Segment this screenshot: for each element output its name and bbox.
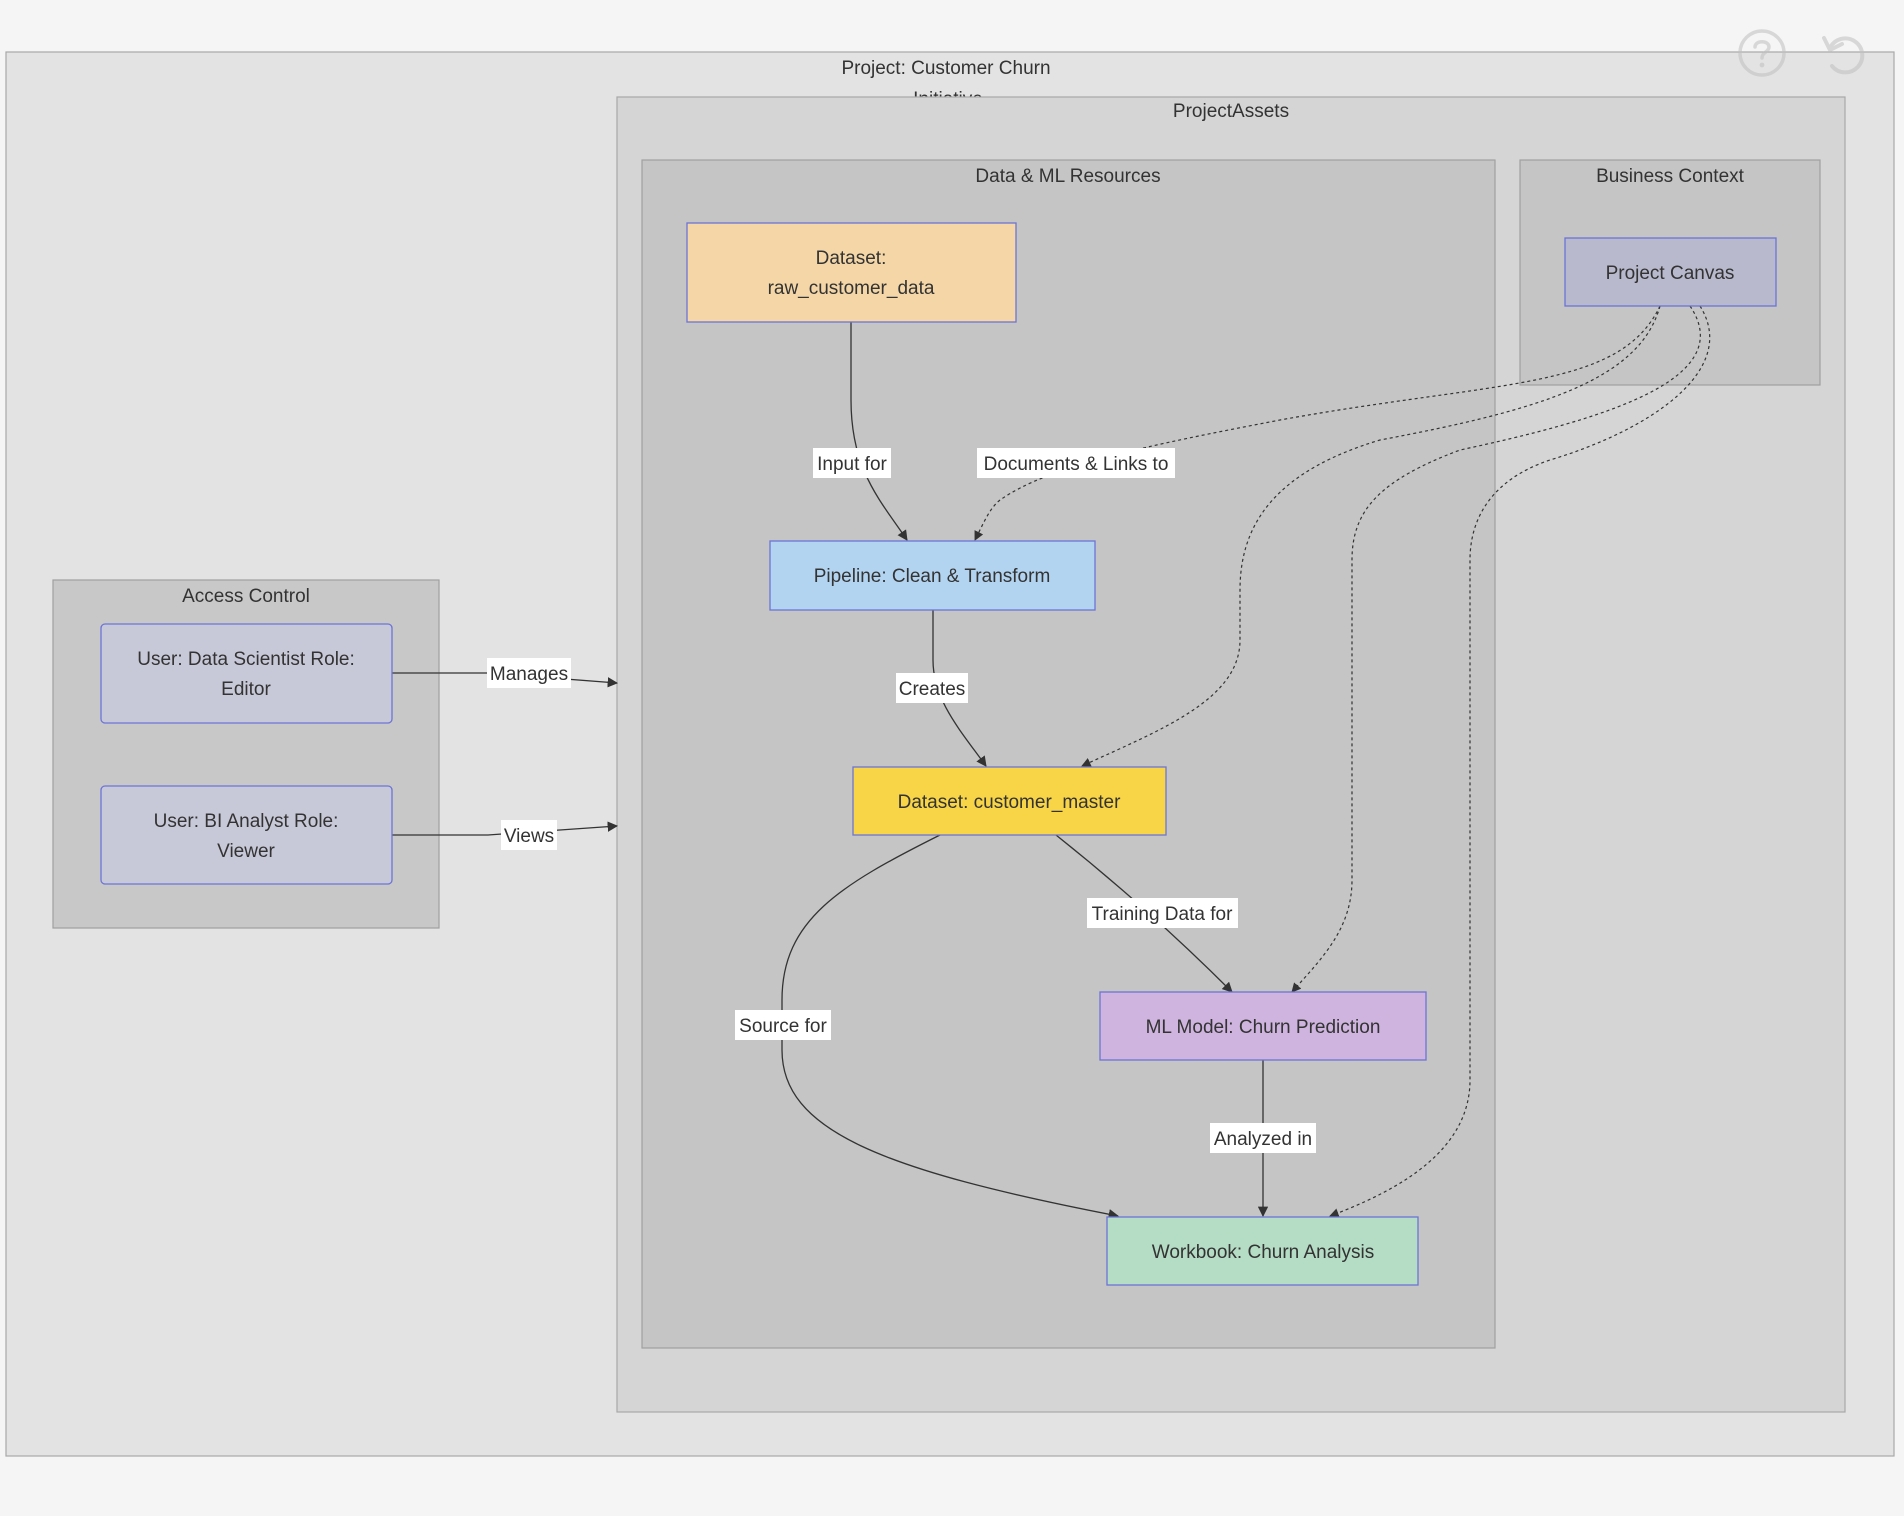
node-raw-customer-data-line2: raw_customer_data bbox=[768, 278, 935, 299]
node-data-scientist-line2: Editor bbox=[221, 679, 271, 700]
reset-rotate-icon[interactable] bbox=[1818, 28, 1868, 78]
node-bi-analyst-line1: User: BI Analyst Role: bbox=[154, 811, 339, 832]
cluster-data-ml-title: Data & ML Resources bbox=[975, 166, 1160, 187]
help-circle-icon[interactable] bbox=[1737, 28, 1787, 78]
node-raw-customer-data-line1: Dataset: bbox=[816, 248, 887, 269]
edge-documents-links-pipeline bbox=[974, 305, 1661, 541]
node-raw-customer-data[interactable]: Dataset: raw_customer_data bbox=[686, 222, 1017, 323]
node-workbook-label: Workbook: Churn Analysis bbox=[1152, 1242, 1374, 1263]
edge-views bbox=[392, 821, 619, 836]
edge-creates bbox=[932, 610, 987, 767]
edge-canvas-customer-master bbox=[1081, 305, 1661, 767]
edge-label-training-data-text: Training Data for bbox=[1092, 904, 1233, 925]
node-pipeline[interactable]: Pipeline: Clean & Transform bbox=[769, 540, 1096, 611]
node-bi-analyst-line2: Viewer bbox=[217, 841, 275, 862]
edge-source-for bbox=[781, 834, 1120, 1220]
edge-label-creates-text: Creates bbox=[899, 679, 966, 700]
node-workbook[interactable]: Workbook: Churn Analysis bbox=[1106, 1216, 1419, 1286]
edge-label-views: Views bbox=[501, 820, 557, 850]
cluster-project-title-line1: Project: Customer Churn bbox=[841, 58, 1050, 79]
node-project-canvas[interactable]: Project Canvas bbox=[1564, 237, 1777, 307]
node-bi-analyst[interactable]: User: BI Analyst Role: Viewer bbox=[100, 785, 393, 885]
edge-canvas-workbook bbox=[1329, 305, 1711, 1218]
edge-label-analyzed-in-text: Analyzed in bbox=[1214, 1129, 1312, 1150]
cluster-business-context-title: Business Context bbox=[1596, 166, 1745, 187]
edge-label-training-data: Training Data for bbox=[1087, 898, 1238, 928]
edge-label-creates: Creates bbox=[896, 673, 968, 703]
edge-label-input-for: Input for bbox=[813, 448, 891, 478]
node-customer-master[interactable]: Dataset: customer_master bbox=[852, 766, 1167, 836]
edge-label-manages-text: Manages bbox=[490, 664, 568, 685]
edge-canvas-ml-model bbox=[1291, 305, 1701, 993]
edge-label-manages: Manages bbox=[487, 658, 571, 688]
node-ml-model[interactable]: ML Model: Churn Prediction bbox=[1099, 991, 1427, 1061]
edge-label-documents-links-text: Documents & Links to bbox=[984, 454, 1169, 475]
cluster-data-ml: Data & ML Resources bbox=[641, 159, 1496, 1349]
node-data-scientist[interactable]: User: Data Scientist Role: Editor bbox=[100, 623, 393, 724]
cluster-access-control-title: Access Control bbox=[182, 586, 310, 607]
edge-label-source-for: Source for bbox=[735, 1010, 831, 1040]
edge-label-documents-links: Documents & Links to bbox=[977, 448, 1175, 478]
edge-label-input-for-text: Input for bbox=[817, 454, 887, 475]
node-data-scientist-line1: User: Data Scientist Role: bbox=[137, 649, 355, 670]
edge-label-source-for-text: Source for bbox=[739, 1016, 827, 1037]
cluster-project-assets-title: ProjectAssets bbox=[1173, 101, 1289, 122]
node-ml-model-label: ML Model: Churn Prediction bbox=[1146, 1017, 1381, 1038]
node-customer-master-label: Dataset: customer_master bbox=[898, 792, 1121, 813]
edge-label-analyzed-in: Analyzed in bbox=[1210, 1123, 1316, 1153]
node-project-canvas-label: Project Canvas bbox=[1606, 263, 1735, 284]
node-pipeline-label: Pipeline: Clean & Transform bbox=[814, 566, 1051, 587]
edge-label-views-text: Views bbox=[504, 826, 554, 847]
